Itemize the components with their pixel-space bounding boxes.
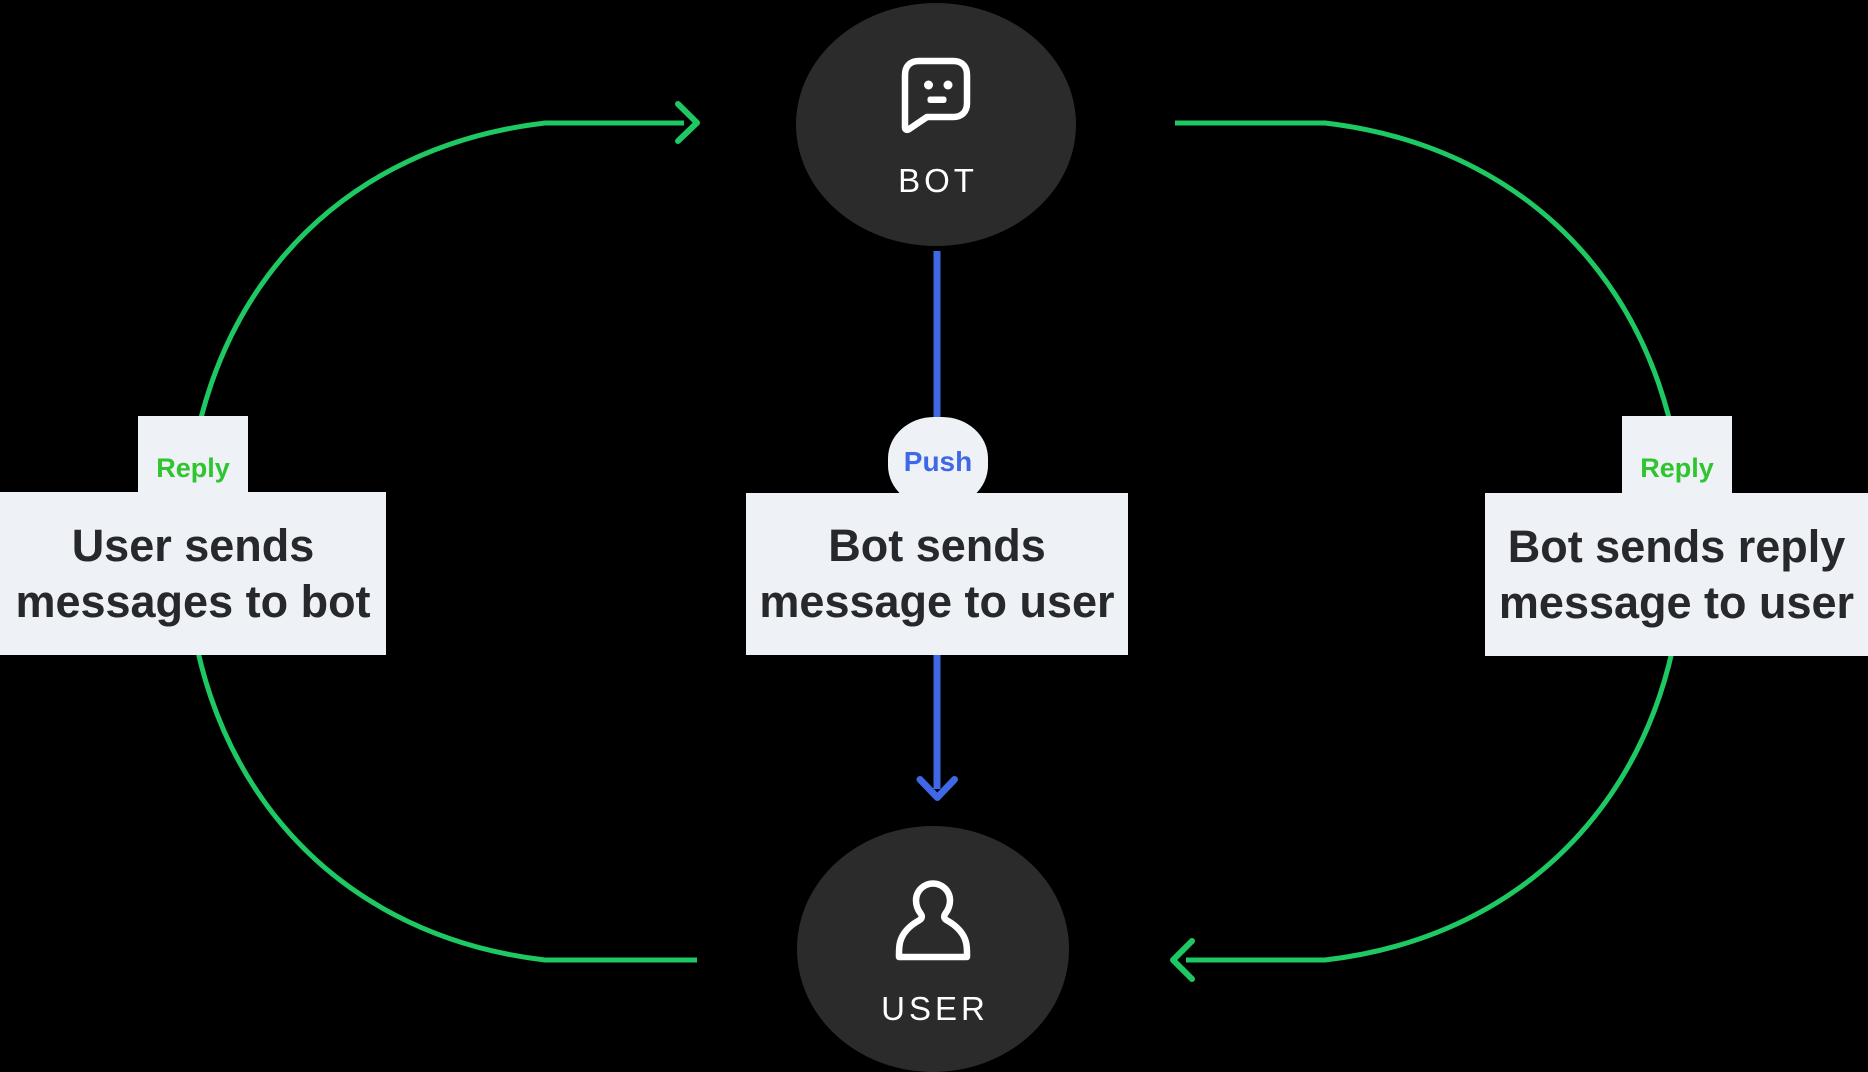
left-reply-tag: Reply <box>138 416 248 493</box>
push-badge-label: Push <box>903 446 973 477</box>
bot-sends-reply-line2: message to user <box>1498 576 1855 628</box>
bot-sends-message-box: Bot sends message to user <box>746 493 1128 655</box>
push-arrowhead-icon <box>916 776 958 801</box>
left-reply-tag-label: Reply <box>156 453 230 483</box>
user-sends-messages-line1: User sends <box>71 519 315 571</box>
chat-bot-icon <box>901 57 971 134</box>
user-sends-messages-box: User sends messages to bot <box>0 492 386 655</box>
user-node-label: USER <box>881 990 989 1027</box>
bot-sends-message-line2: message to user <box>759 576 1115 627</box>
bot-sends-reply-box: Bot sends reply message to user <box>1485 493 1868 656</box>
right-reply-tag: Reply <box>1622 416 1732 493</box>
person-icon <box>895 880 971 961</box>
bot-reply-to-user-arrowhead-icon <box>1170 938 1195 982</box>
bot-node: BOT <box>796 3 1076 246</box>
bot-sends-reply-line1: Bot sends reply <box>1507 520 1846 572</box>
bot-node-label: BOT <box>898 162 978 199</box>
user-node: USER <box>797 826 1069 1072</box>
bot-sends-message-line1: Bot sends <box>828 520 1046 571</box>
push-badge: Push <box>888 417 988 507</box>
user-to-bot-arrowhead-icon <box>675 101 700 144</box>
right-reply-tag-label: Reply <box>1640 453 1714 483</box>
user-sends-messages-line2: messages to bot <box>15 575 371 627</box>
